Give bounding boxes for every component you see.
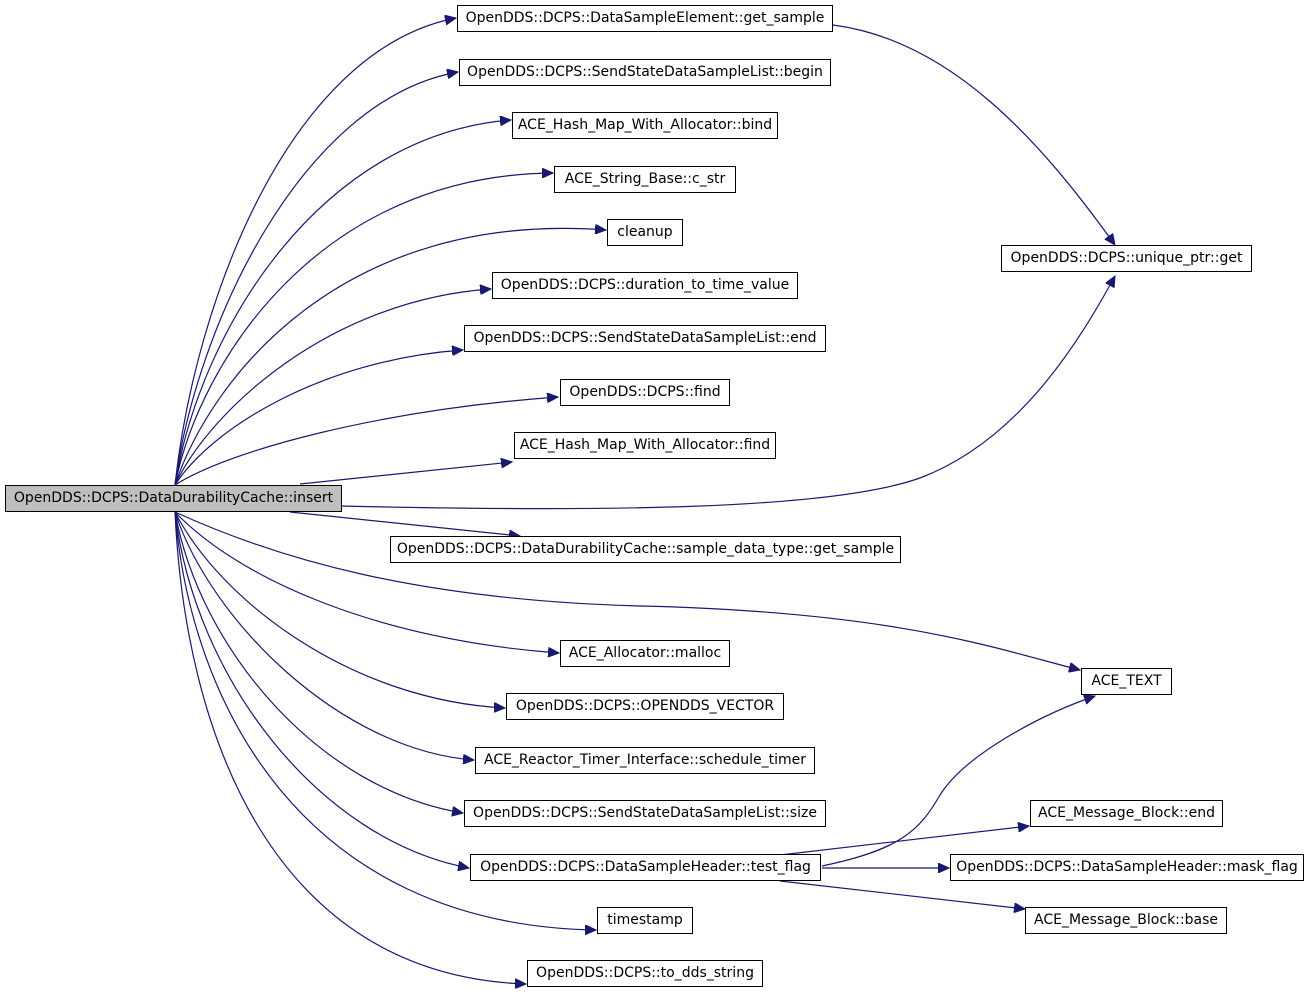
node-mask-flag[interactable]: OpenDDS::DCPS::DataSampleHeader::mask_fl… [950,854,1304,881]
node-insert[interactable]: OpenDDS::DCPS::DataDurabilityCache::inse… [5,485,342,512]
edge-dse-get-sample-to-unique-ptr-get [832,24,1115,245]
node-schedule-timer[interactable]: ACE_Reactor_Timer_Interface::schedule_ti… [475,747,815,774]
node-ddc-get-sample[interactable]: OpenDDS::DCPS::DataDurabilityCache::samp… [390,536,901,563]
edge-insert-to-duration [174,289,491,486]
edge-insert-to-to-dds-string [174,511,526,984]
edge-insert-to-ssdsl-size [174,511,463,813]
edge-insert-to-hash-bind [174,120,511,486]
node-ace-text[interactable]: ACE_TEXT [1081,668,1172,695]
node-to-dds-string[interactable]: OpenDDS::DCPS::to_dds_string [527,960,763,987]
node-mb-end[interactable]: ACE_Message_Block::end [1030,800,1223,827]
node-timestamp[interactable]: timestamp [597,907,693,934]
edge-insert-to-timestamp [174,511,596,930]
node-unique-ptr-get[interactable]: OpenDDS::DCPS::unique_ptr::get [1001,245,1252,272]
node-hash-bind[interactable]: ACE_Hash_Map_With_Allocator::bind [512,112,778,139]
node-malloc[interactable]: ACE_Allocator::malloc [560,640,730,667]
node-ssdsl-size[interactable]: OpenDDS::DCPS::SendStateDataSampleList::… [464,800,826,827]
edge-insert-to-ace-text [174,511,1080,670]
edge-insert-to-ssdsl-begin [174,72,458,486]
node-ssdsl-end[interactable]: OpenDDS::DCPS::SendStateDataSampleList::… [464,325,826,352]
edge-insert-to-test-flag [174,511,469,868]
edge-insert-to-unique-ptr-get [341,276,1115,510]
edge-insert-to-dse-get-sample [174,18,456,486]
edge-test-flag-to-mb-base [779,880,1025,909]
node-dse-get-sample[interactable]: OpenDDS::DCPS::DataSampleElement::get_sa… [457,5,833,32]
edge-insert-to-schedule-timer [174,511,474,760]
node-cleanup[interactable]: cleanup [607,219,683,246]
node-test-flag[interactable]: OpenDDS::DCPS::DataSampleHeader::test_fl… [470,854,821,881]
edge-test-flag-to-ace-text [821,696,1095,867]
node-hash-find[interactable]: ACE_Hash_Map_With_Allocator::find [514,432,776,459]
node-opendds-vector[interactable]: OpenDDS::DCPS::OPENDDS_VECTOR [506,693,784,720]
edge-insert-to-c-str [174,173,553,486]
edge-insert-to-cleanup [174,228,606,486]
edge-insert-to-hash-find [299,462,512,485]
node-c-str[interactable]: ACE_String_Base::c_str [554,166,736,193]
node-mb-base[interactable]: ACE_Message_Block::base [1025,907,1227,934]
edge-test-flag-to-mb-end [779,826,1029,856]
node-dcps-find[interactable]: OpenDDS::DCPS::find [560,379,730,406]
node-duration-to-time-value[interactable]: OpenDDS::DCPS::duration_to_time_value [492,272,798,299]
edge-insert-to-opendds-vector [174,511,505,708]
edge-insert-to-malloc [174,511,559,653]
node-ssdsl-begin[interactable]: OpenDDS::DCPS::SendStateDataSampleList::… [459,59,831,86]
edge-insert-to-ddc-get-sample [289,511,520,536]
edge-insert-to-ssdsl-end [174,350,463,486]
edge-insert-to-dcps-find [174,397,558,486]
